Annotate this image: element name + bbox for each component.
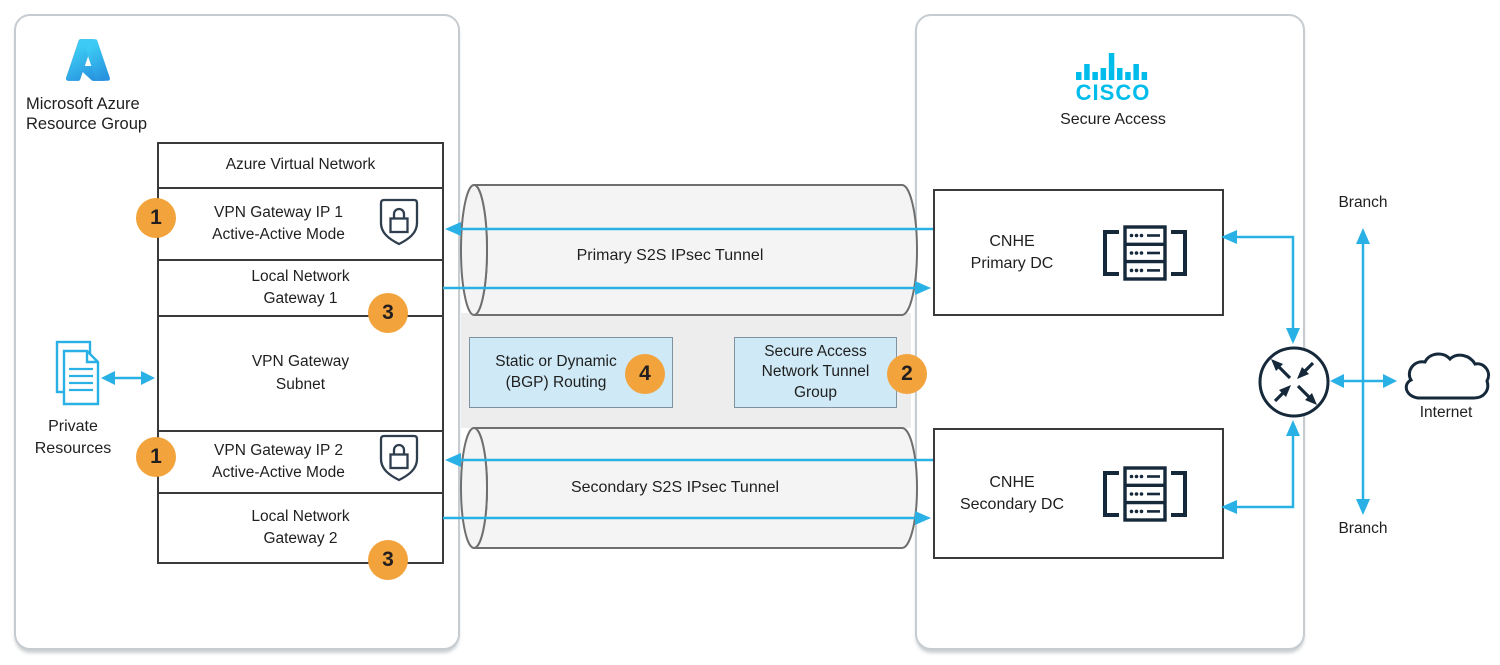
table-row-local-network-gateway-1: Local Network Gateway 1	[159, 259, 442, 315]
cnhe-primary-dc-label: CNHE Primary DC	[970, 233, 1054, 272]
shield-lock-icon	[379, 434, 419, 482]
router-internet-arrow	[1330, 374, 1397, 388]
documents-icon	[55, 340, 100, 406]
cisco-wordmark: CISCO	[1075, 80, 1151, 105]
table-row-local-network-gateway-2: Local Network Gateway 2	[159, 492, 442, 562]
secure-access-label: Secure Access	[1060, 111, 1166, 128]
shield-lock-icon	[379, 198, 419, 246]
server-icon	[1103, 225, 1187, 281]
cloud-icon	[1404, 352, 1490, 400]
cisco-logo-icon	[1076, 53, 1148, 80]
router-icon	[1258, 346, 1330, 418]
primary-tunnel-label: Primary S2S IPsec Tunnel	[576, 247, 764, 264]
secondary-tunnel-label: Secondary S2S IPsec Tunnel	[570, 479, 780, 496]
internet-label: Internet	[1419, 404, 1473, 421]
cnhe-secondary-dc-label: CNHE Secondary DC	[959, 474, 1065, 513]
server-icon	[1103, 466, 1187, 522]
table-row-azure-virtual-network: Azure Virtual Network	[225, 156, 376, 174]
table-row-vpn-gateway-subnet: VPN Gateway Subnet	[159, 315, 442, 430]
branch-bottom-label: Branch	[1338, 520, 1388, 537]
azure-panel-title: Microsoft Azure Resource Group	[26, 95, 148, 133]
badge-3: 3	[368, 540, 408, 580]
badge-1: 1	[136, 437, 176, 477]
badge-2: 2	[887, 354, 927, 394]
tunnel-group-callout: Secure Access Network Tunnel Group	[734, 337, 897, 408]
badge-1: 1	[136, 198, 176, 238]
primary-tunnel-cylinder	[460, 184, 918, 316]
private-resources-label: Private Resources	[34, 418, 112, 457]
badge-4: 4	[625, 354, 665, 394]
branch-to-branch-arrow	[1356, 228, 1370, 515]
branch-top-label: Branch	[1338, 194, 1388, 211]
cnhe-secondary-dc-box: CNHE Secondary DC	[933, 428, 1224, 559]
table-row-vpn-gateway-ip2: VPN Gateway IP 2 Active-Active Mode	[159, 430, 442, 492]
azure-logo-icon	[66, 39, 110, 81]
cnhe-primary-dc-box: CNHE Primary DC	[933, 189, 1224, 316]
table-row-vpn-gateway-ip1: VPN Gateway IP 1 Active-Active Mode	[159, 187, 442, 259]
badge-3: 3	[368, 293, 408, 333]
